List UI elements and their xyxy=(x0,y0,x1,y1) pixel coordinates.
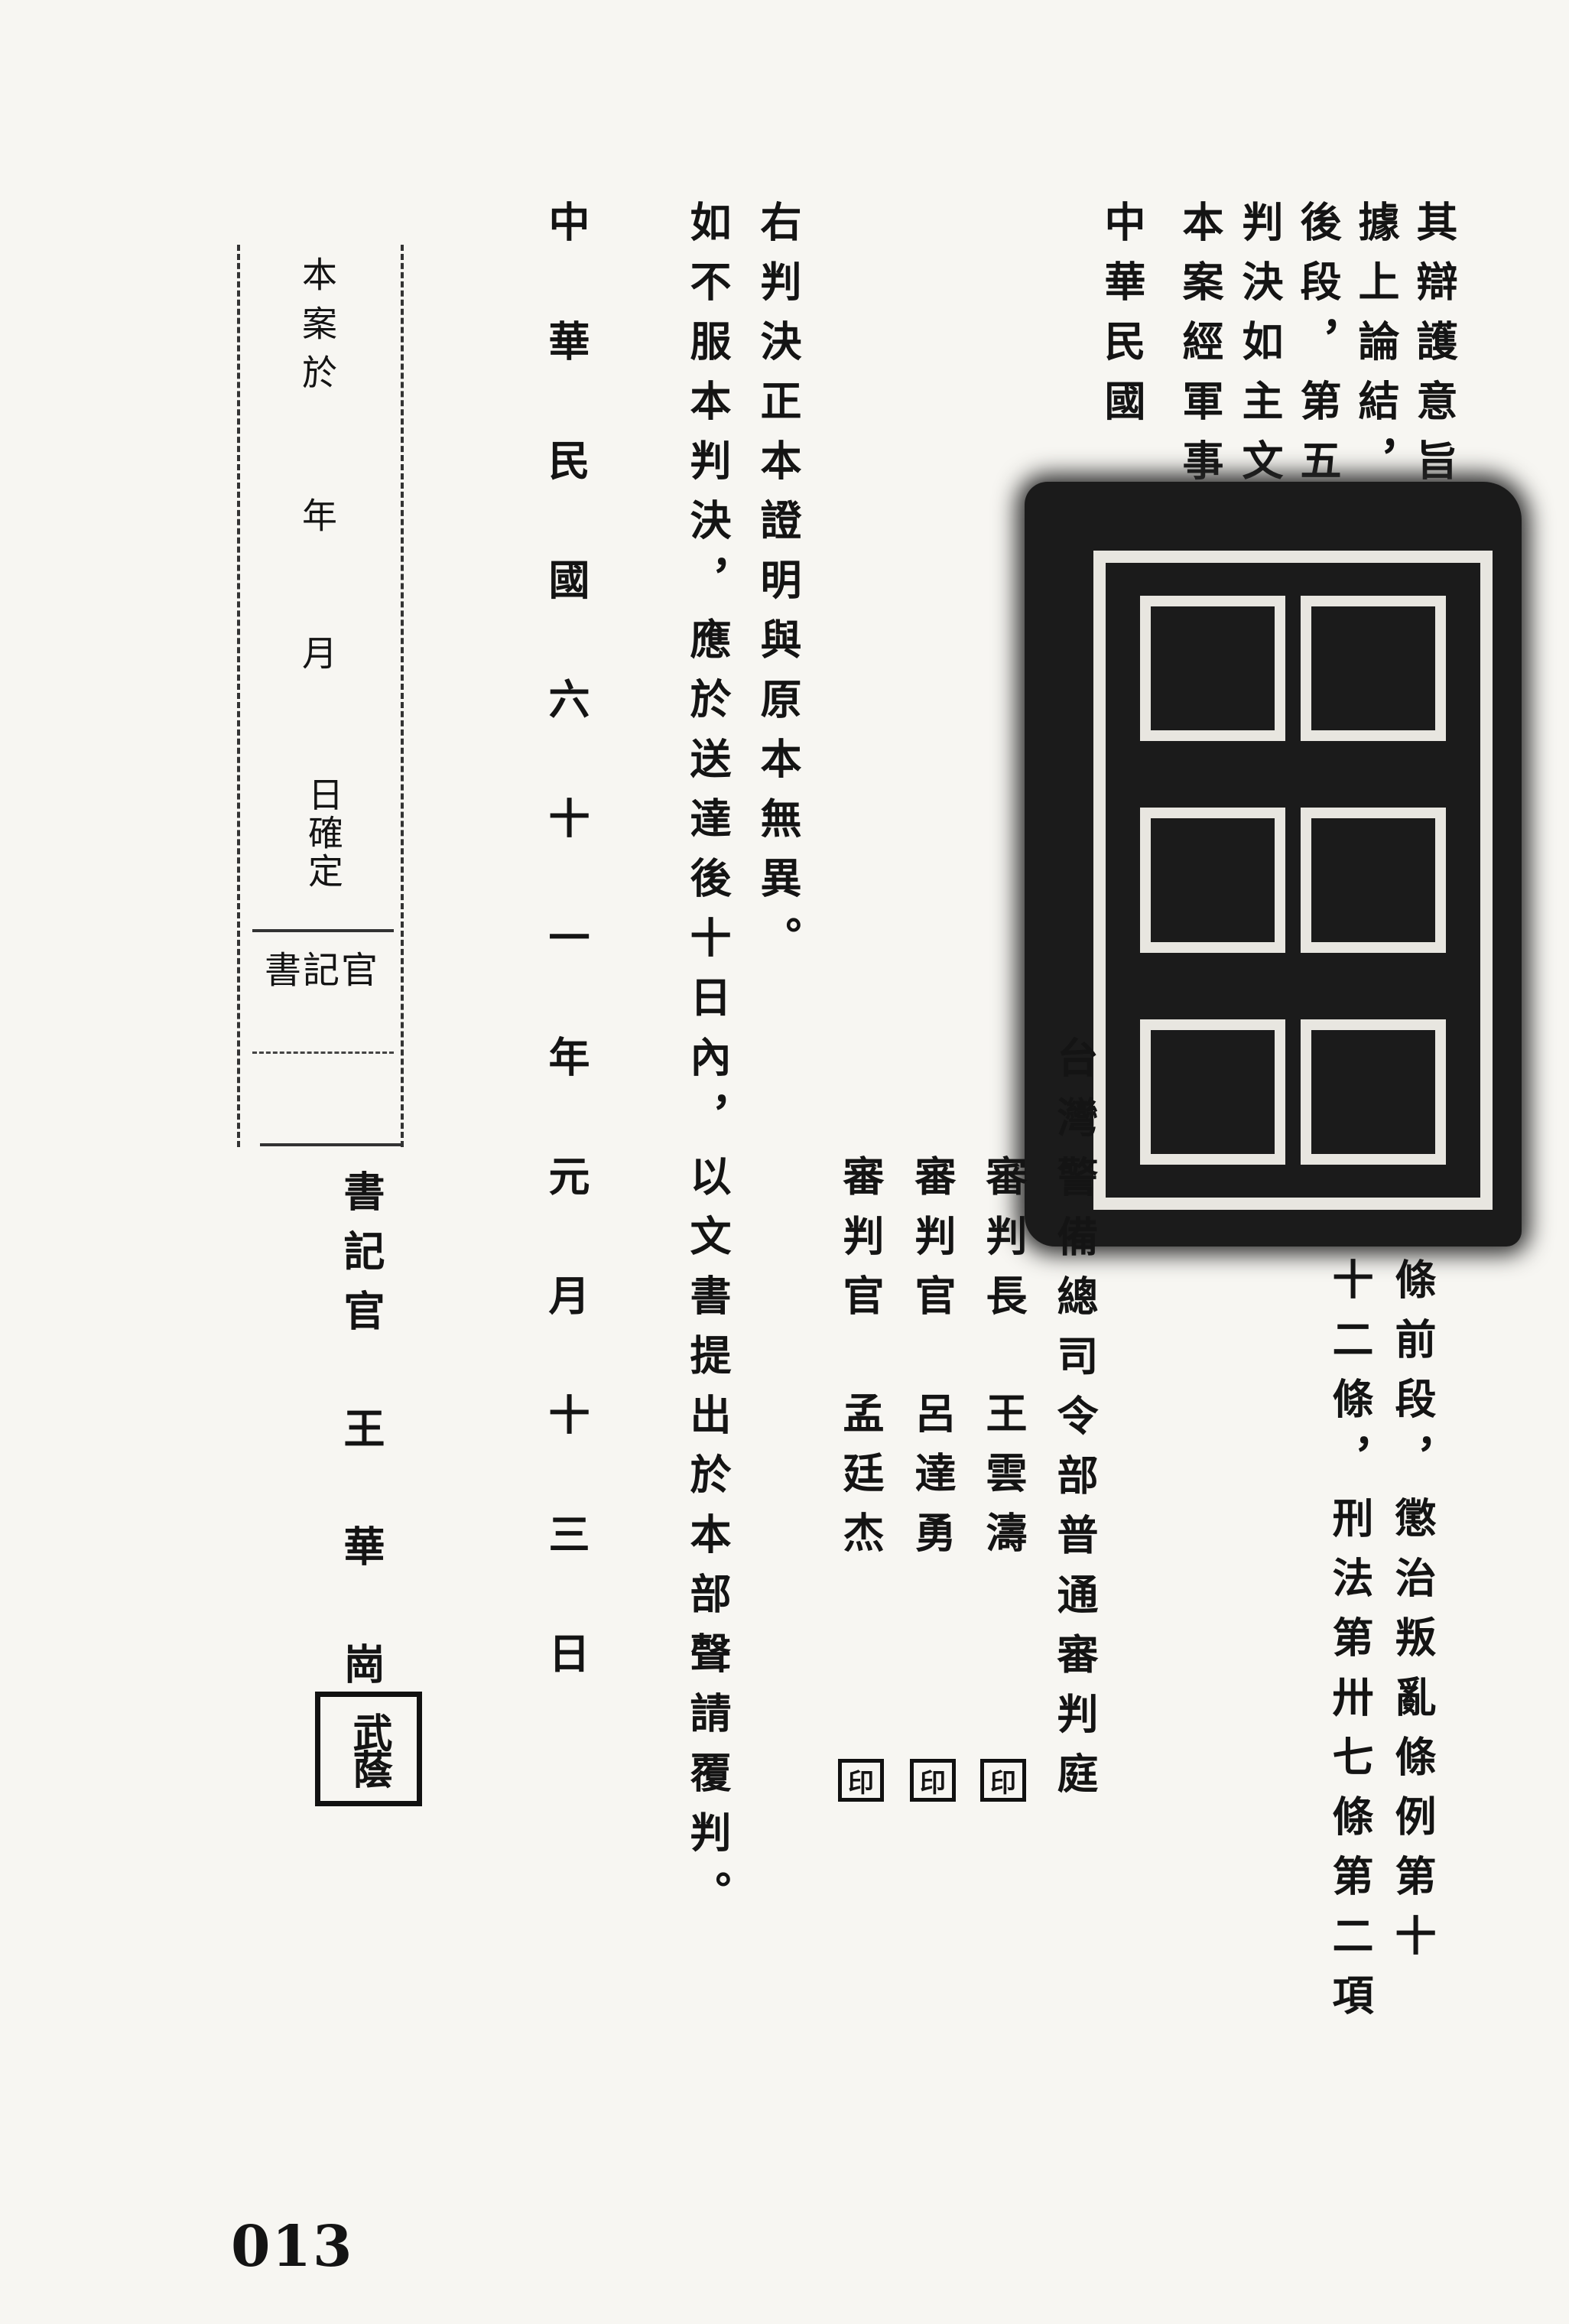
judgment-date: 中華民國六十一年元月十三日 xyxy=(541,200,590,1751)
judge-2-title: 審判官 xyxy=(836,1155,885,1334)
presiding-judge-name: 王雲濤 xyxy=(979,1392,1028,1571)
clerk-title: 書記官 xyxy=(336,1170,385,1349)
clerk-name: 王華崗 xyxy=(336,1407,385,1760)
finality-text-4: 日 xyxy=(303,776,344,825)
body-column-3: 後段，第五 xyxy=(1293,200,1342,499)
body-column-3-continued: 十二條，刑法第卅七條第二項 xyxy=(1325,1258,1374,2033)
body-column-4: 判決如主文 xyxy=(1235,200,1284,499)
box-divider-1 xyxy=(252,929,394,932)
judge-2-stamp: 印 xyxy=(838,1759,884,1802)
finality-text-2: 年 xyxy=(297,497,338,546)
body-column-1: 其辯護意旨 xyxy=(1409,200,1458,499)
judge-1-title: 審判官 xyxy=(908,1155,957,1334)
page-number: 013 xyxy=(231,2214,354,2280)
certification-line-1: 右判決正本證明與原本無異。 xyxy=(753,200,802,976)
box-clerk-label: 書記官 xyxy=(265,949,380,992)
certification-line-2: 如不服本判決，應於送達後十日內，以文書提出於本部聲請覆判。 xyxy=(683,200,732,1930)
body-column-2: 據上論結， xyxy=(1351,200,1400,499)
body-column-5: 本案經軍事 xyxy=(1175,200,1224,499)
finality-text-3: 月 xyxy=(297,635,338,684)
finality-box xyxy=(237,245,404,1147)
presiding-judge-stamp: 印 xyxy=(980,1759,1026,1802)
official-court-seal xyxy=(1025,482,1522,1247)
judge-2-name: 孟廷杰 xyxy=(836,1392,885,1571)
judge-1-stamp: 印 xyxy=(910,1759,956,1802)
box-divider-2 xyxy=(252,1051,394,1054)
clerk-personal-seal: 武蔭 xyxy=(315,1692,422,1806)
presiding-judge-title: 審判長 xyxy=(979,1155,1028,1334)
finality-text-1: 本案於 xyxy=(297,256,338,403)
body-column-6: 中華民國 xyxy=(1097,200,1146,439)
body-column-2-continued: 條前段，懲治叛亂條例第十 xyxy=(1388,1258,1437,1974)
judge-1-name: 呂達勇 xyxy=(908,1392,957,1571)
box-divider-3 xyxy=(260,1143,401,1146)
court-name: 台灣警備總司令部普通審判庭 xyxy=(1050,1036,1099,1812)
finality-text-5: 確定 xyxy=(303,814,344,891)
